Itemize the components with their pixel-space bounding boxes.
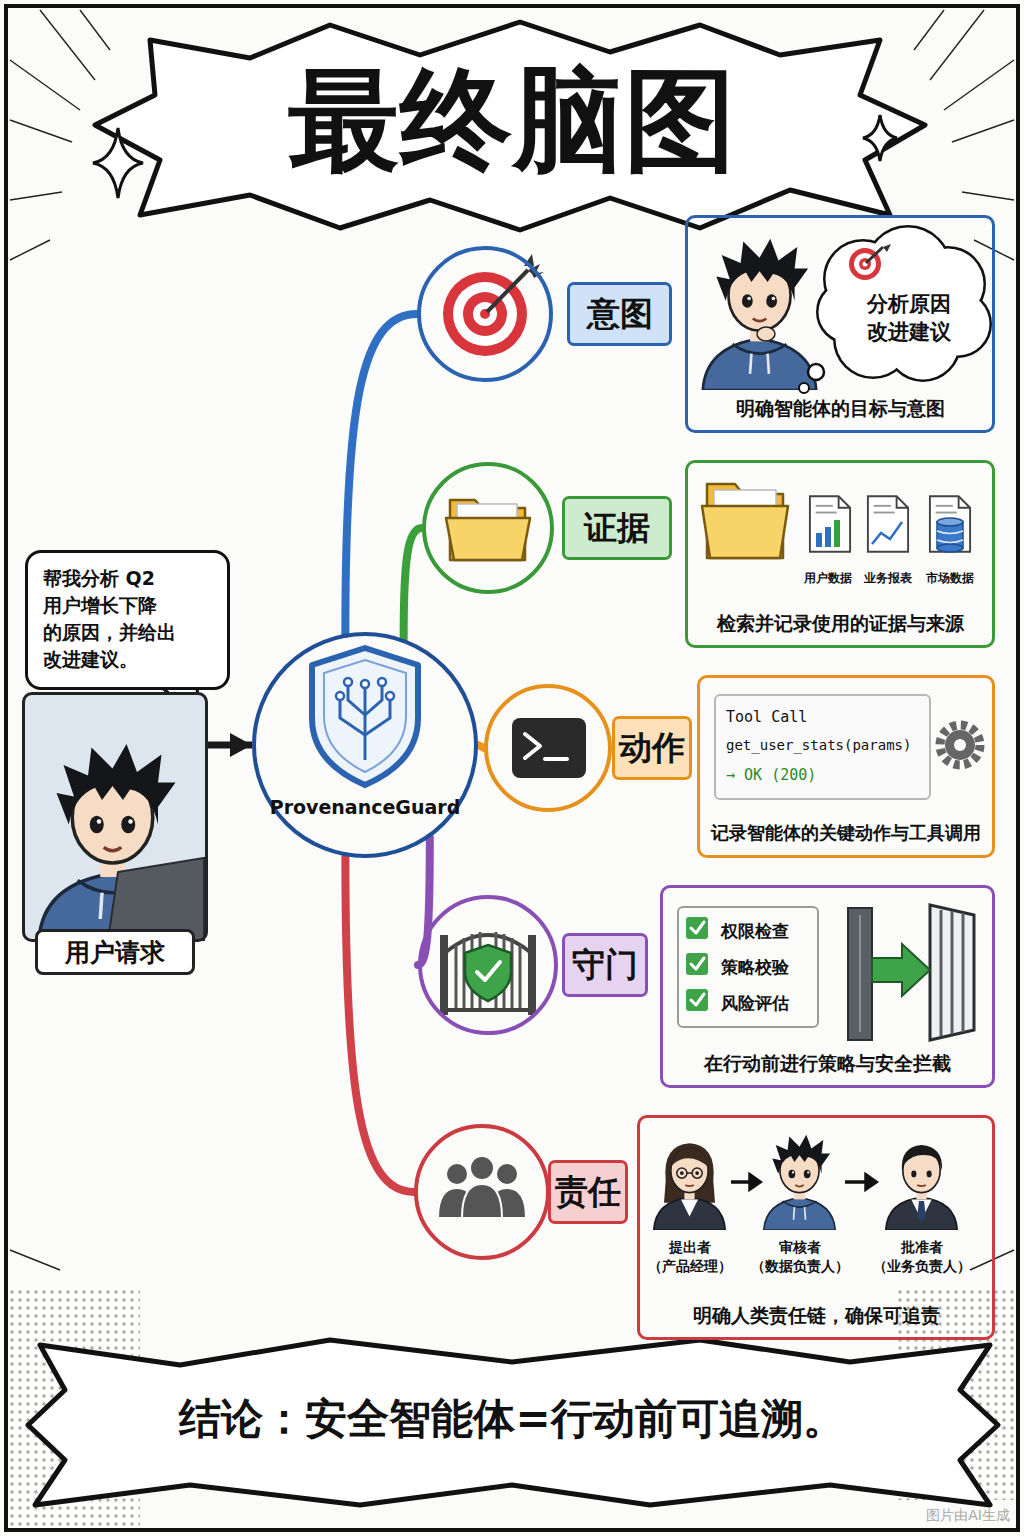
check-item: 权限检查: [721, 913, 811, 949]
evidence-icons: [702, 484, 970, 558]
check-item: 策略校验: [721, 949, 811, 985]
detail-panel: 明确人类责任链，确保可追责: [637, 1115, 995, 1340]
item-label: 市场数据: [921, 570, 979, 586]
folder-icon: [446, 500, 530, 560]
branch-tag: 动作: [612, 716, 692, 780]
gate-icon: [440, 932, 536, 1015]
user-box: 用户请求: [22, 692, 208, 942]
check-icons: [686, 917, 708, 1011]
branch-tag: 意图: [567, 282, 672, 346]
code-line: Tool Call: [726, 704, 919, 730]
branch-tag: 守门: [562, 933, 648, 997]
connector: [208, 742, 252, 749]
terminal-icon: [512, 718, 586, 778]
connector: [404, 528, 422, 639]
door-illustration: [848, 905, 974, 1040]
caption: 结论：安全智能体=行动前可追溯。: [70, 1392, 954, 1446]
connector: [345, 856, 414, 1192]
branch-node: 守门: [418, 895, 648, 1035]
item-label: 提出者 （产品经理）: [636, 1238, 744, 1276]
speech-bubble: 帮我分析 Q2 用户增长下降 的原因，并给出 改进建议。: [25, 550, 230, 690]
bubble-text: 帮我分析 Q2 用户增长下降 的原因，并给出 改进建议。: [43, 565, 212, 673]
detail-panel: 检索并记录使用的证据与来源: [685, 460, 995, 648]
checklist-box: 权限检查策略校验风险评估: [677, 906, 819, 1028]
hub-circle: ProvenanceGuard: [252, 632, 478, 858]
caption-banner: [28, 1340, 998, 1505]
branch-node: 证据: [422, 462, 672, 594]
check-item: 风险评估: [721, 985, 811, 1021]
panel-caption: 检索并记录使用的证据与来源: [696, 610, 984, 636]
speed-lines: [10, 10, 1014, 1270]
panel-caption: 在行动前进行策略与安全拦截: [671, 1050, 984, 1076]
tool-call-box: Tool Callget_user_stats(params)→ OK (200…: [714, 694, 931, 800]
item-label: 用户数据: [799, 570, 857, 586]
icon-ring: [417, 246, 553, 382]
branch-node: 动作: [484, 684, 692, 812]
panel-caption: 记录智能体的关键动作与工具调用: [708, 820, 984, 846]
user-label: 用户请求: [35, 929, 195, 975]
hub-label: ProvenanceGuard: [268, 794, 462, 820]
branch-node: 意图: [417, 246, 672, 382]
title-burst: [95, 22, 925, 230]
item-label: 批准者 （业务负责人）: [868, 1238, 976, 1276]
panel-caption: 明确人类责任链，确保可追责: [648, 1302, 984, 1328]
detail-panel: 记录智能体的关键动作与工具调用 Tool Callget_user_stats(p…: [697, 675, 995, 858]
thought-cloud: 分析原因 改进建议: [813, 224, 991, 384]
icon-ring: [418, 895, 558, 1035]
watermark: 图片由AI生成: [870, 1506, 1010, 1525]
branch-tag: 责任: [548, 1160, 628, 1224]
code-line: → OK (200): [726, 760, 919, 790]
code-line: get_user_stats(params): [726, 730, 919, 760]
target-icon: [443, 254, 544, 356]
item-label: 业务报表: [859, 570, 917, 586]
cloud-text: 分析原因 改进建议: [859, 290, 959, 346]
title: 最终脑图: [150, 58, 874, 182]
branch-tag: 证据: [562, 496, 672, 560]
panel-caption: 明确智能体的目标与意图: [696, 395, 984, 421]
icon-ring: [414, 1124, 550, 1260]
shield-icon: [312, 648, 418, 785]
branch-node: 责任: [414, 1124, 628, 1260]
icon-ring: [422, 462, 554, 594]
detail-panel: 在行动前进行策略与安全拦截 权限检查策略校验风险评估: [660, 885, 995, 1088]
detail-panel: 明确智能体的目标与意图 分析原因 改进建议: [685, 215, 995, 433]
people-icon: [438, 1156, 526, 1218]
gear-icon: [940, 725, 980, 765]
icon-ring: [484, 684, 612, 812]
item-label: 审核者 （数据负责人）: [746, 1238, 854, 1276]
